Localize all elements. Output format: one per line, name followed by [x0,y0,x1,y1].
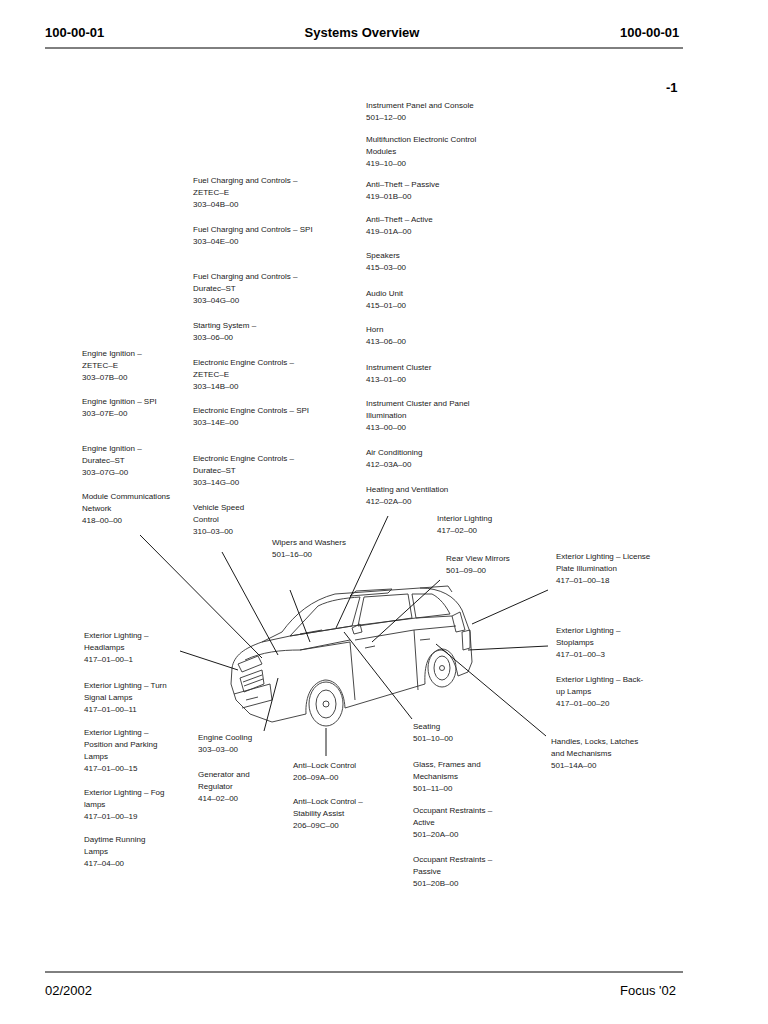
system-code: 415–03–00 [366,262,476,274]
system-code: 501–20B–00 [413,878,508,890]
system-code: 303–07E–00 [82,408,162,420]
system-code: 303–06–00 [193,332,293,344]
system-code: 415–01–00 [366,300,476,312]
system-name: Module Communications Network [82,491,182,515]
system-code: 417–01–00–15 [84,763,174,775]
system-code: 417–01–00–19 [84,811,174,823]
system-name: Engine Cooling [198,732,278,744]
system-name: Exterior Lighting – License Plate Illumi… [556,551,651,575]
system-name: Air Conditioning [366,447,476,459]
system-name: Vehicle Speed Control [193,502,255,526]
system-code: 419–01B–00 [366,191,476,203]
system-name: Instrument Panel and Console [366,100,516,112]
system-code: 310–03–00 [193,526,255,538]
system-name: Exterior Lighting – Headlamps [84,630,174,654]
system-name: Occupant Restraints – Active [413,805,508,829]
system-code: 417–02–00 [437,525,537,537]
system-name: Exterior Lighting – Stoplamps [556,625,651,649]
system-name: Fuel Charging and Controls – ZETEC–E [193,175,318,199]
system-name: Wipers and Washers [272,537,347,549]
system-name: Rear View Mirrors [446,553,546,565]
page-title: Systems Overview [262,25,462,41]
system-code: 501–10–00 [413,733,503,745]
system-code: 417–01–00–11 [84,704,174,716]
system-code: 303–14E–00 [193,417,318,429]
system-name: Electronic Engine Controls – ZETEC–E [193,357,318,381]
system-code: 413–06–00 [366,336,476,348]
system-code: 501–20A–00 [413,829,508,841]
system-name: Speakers [366,250,476,262]
system-code: 418–00–00 [82,515,182,527]
system-name: Electronic Engine Controls – SPI [193,405,318,417]
leader-lines [140,516,548,756]
system-name: Audio Unit [366,288,476,300]
system-code: 501–16–00 [272,549,347,561]
system-name: Occupant Restraints – Passive [413,854,508,878]
system-code: 417–01–00–20 [556,698,651,710]
system-code: 303–14B–00 [193,381,318,393]
system-code: 303–07B–00 [82,372,162,384]
system-name: Generator and Regulator [198,769,278,793]
system-name: Anti–Theft – Passive [366,179,476,191]
system-name: Interior Lighting [437,513,537,525]
system-name: Glass, Frames and Mechanisms [413,759,493,783]
footer-model: Focus '02 [620,983,676,999]
car-illustration [231,586,472,726]
system-code: 303–14G–00 [193,477,318,489]
system-name: Handles, Locks, Latches and Mechanisms [551,736,651,760]
system-code: 417–01–00–3 [556,649,651,661]
system-name: Daytime Running Lamps [84,834,159,858]
system-name: Horn [366,324,476,336]
system-code: 303–03–00 [198,744,278,756]
system-code: 413–01–00 [366,374,476,386]
system-name: Fuel Charging and Controls – Duratec–ST [193,271,318,295]
system-code: 501–12–00 [366,112,516,124]
system-name: Engine Ignition – ZETEC–E [82,348,162,372]
system-name: Engine Ignition – Duratec–ST [82,443,162,467]
system-name: Electronic Engine Controls – Duratec–ST [193,453,318,477]
system-code: 417–01–00–18 [556,575,651,587]
system-code: 206–09C–00 [293,820,383,832]
system-name: Engine Ignition – SPI [82,396,162,408]
system-code: 417–04–00 [84,858,159,870]
system-name: Starting System – [193,320,293,332]
system-name: Multifunction Electronic Control Modules [366,134,506,158]
system-name: Exterior Lighting – Position and Parking… [84,727,174,763]
system-code: 419–01A–00 [366,226,476,238]
system-name: Heating and Ventilation [366,484,476,496]
system-name: Exterior Lighting – Back-up Lamps [556,674,651,698]
system-code: 414–02–00 [198,793,278,805]
system-name: Instrument Cluster [366,362,476,374]
system-code: 419–10–00 [366,158,506,170]
system-name: Anti–Lock Control – Stability Assist [293,796,383,820]
system-name: Seating [413,721,503,733]
system-code: 413–00–00 [366,422,491,434]
section-number: 100-00-01 [45,25,104,41]
system-name: Anti–Lock Control [293,760,383,772]
system-name: Fuel Charging and Controls – SPI [193,224,318,236]
system-code: 303–04E–00 [193,236,318,248]
system-code: 412–02A–00 [366,496,476,508]
system-code: 501–11–00 [413,783,493,795]
system-code: 303–07G–00 [82,467,162,479]
system-code: 303–04B–00 [193,199,318,211]
system-name: Exterior Lighting – Fog lamps [84,787,174,811]
system-name: Exterior Lighting – Turn Signal Lamps [84,680,174,704]
system-code: 501–09–00 [446,565,546,577]
system-code: 206–09A–00 [293,772,383,784]
page-number: -1 [666,80,678,96]
footer-date: 02/2002 [45,983,92,999]
system-name: Instrument Cluster and Panel Illuminatio… [366,398,491,422]
system-code: 501–14A–00 [551,760,651,772]
rules [45,48,683,972]
system-code: 303–04G–00 [193,295,318,307]
system-code: 412–03A–00 [366,459,476,471]
system-name: Anti–Theft – Active [366,214,476,226]
system-code: 417–01–00–1 [84,654,174,666]
section-number: 100-00-01 [620,25,679,41]
